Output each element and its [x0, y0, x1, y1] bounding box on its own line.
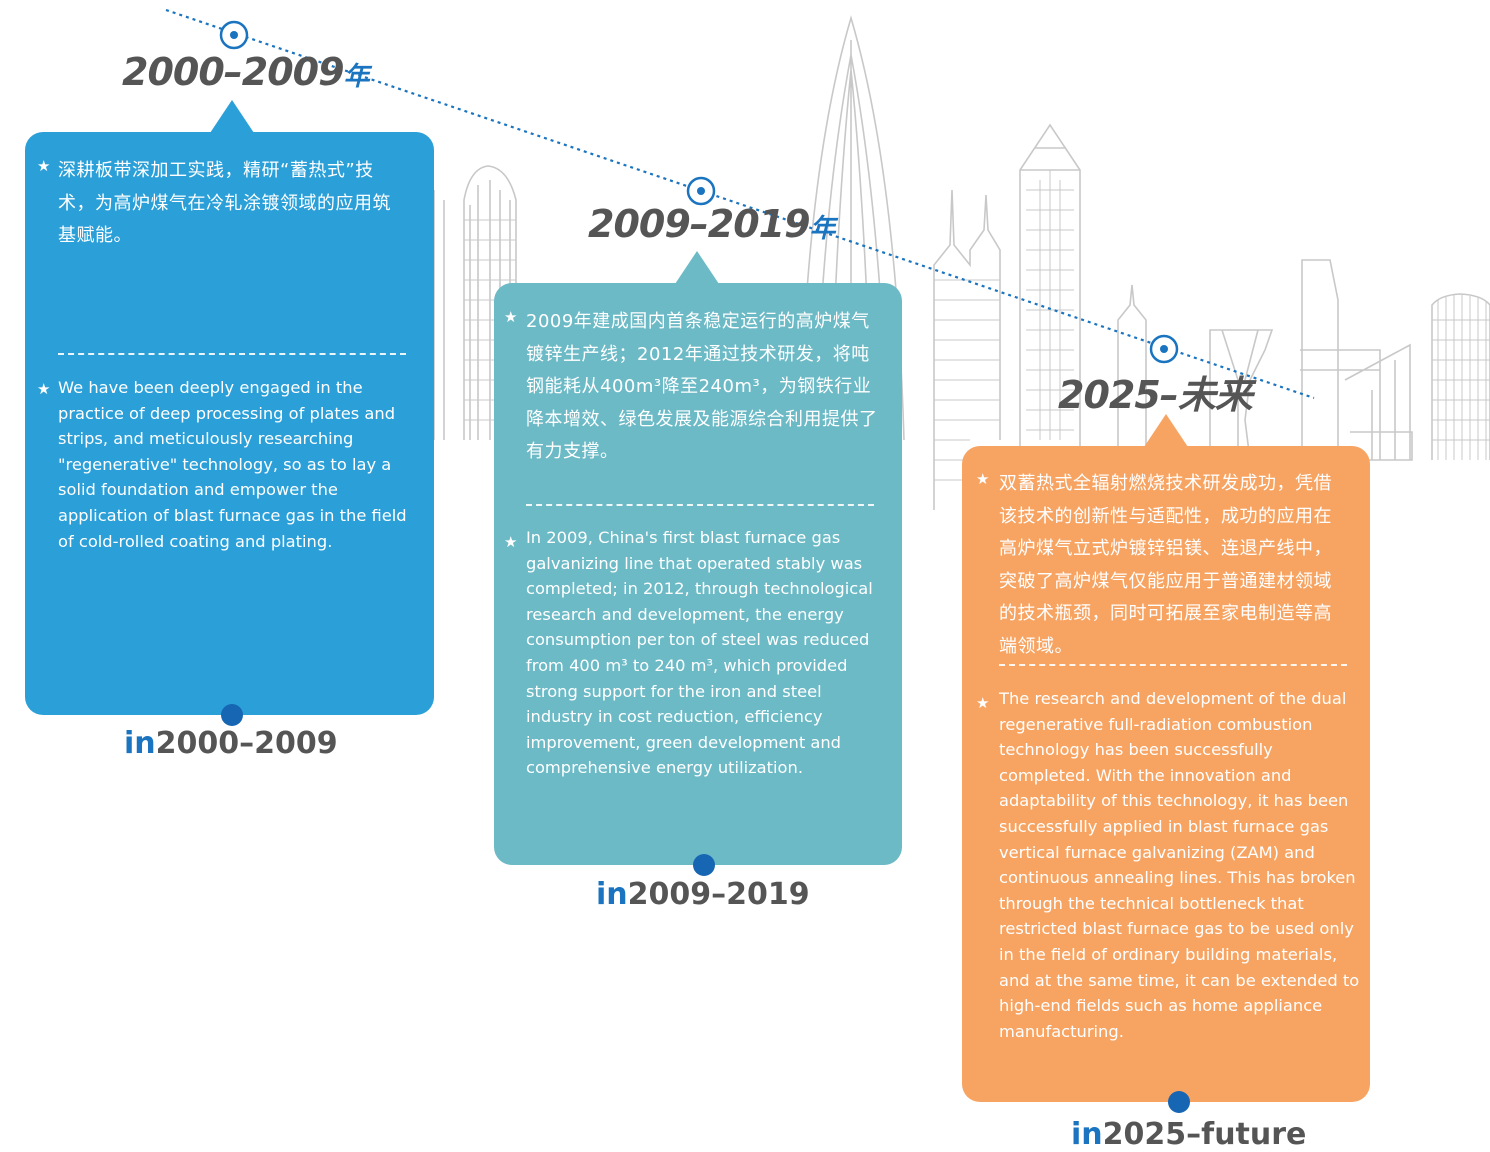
en-description-text: The research and development of the dual… — [999, 689, 1360, 1041]
era-year-suffix: 年 — [343, 62, 370, 92]
label-prefix: in — [124, 726, 156, 761]
zh-description: ★ 深耕板带深加工实践，精研“蓄热式”技术，为高炉煤气在冷轧涂镀领域的应用筑基赋… — [37, 155, 407, 253]
zh-description-text: 2009年建成国内首条稳定运行的高炉煤气镀锌生产线；2012年通过技术研发，将吨… — [526, 311, 878, 462]
label-years: 2000–2009 — [155, 726, 338, 761]
star-icon: ★ — [37, 380, 51, 398]
zh-description-text: 双蓄热式全辐射燃烧技术研发成功，凭借该技术的创新性与适配性，成功的应用在高炉煤气… — [999, 473, 1332, 657]
card-pointer — [210, 100, 254, 133]
star-icon: ★ — [976, 470, 990, 488]
timeline-marker-2000 — [219, 20, 249, 50]
dashed-divider — [58, 353, 406, 355]
era-year-range: 2000–2009 — [122, 50, 345, 94]
era-title-2025-future: 2025–未来 — [1058, 364, 1253, 419]
label-prefix: in — [1071, 1117, 1103, 1152]
zh-description: ★ 双蓄热式全辐射燃烧技术研发成功，凭借该技术的创新性与适配性，成功的应用在高炉… — [976, 468, 1350, 663]
dashed-divider — [999, 664, 1347, 666]
era-year-range: 2009–2019 — [588, 202, 811, 246]
en-description: ★ We have been deeply engaged in the pra… — [37, 375, 422, 554]
zh-description-text: 深耕板带深加工实践，精研“蓄热式”技术，为高炉煤气在冷轧涂镀领域的应用筑基赋能。 — [58, 160, 391, 246]
era-dot — [1168, 1091, 1190, 1113]
en-description-text: We have been deeply engaged in the pract… — [58, 378, 407, 551]
era-title-2000-2009: 2000–2009年 — [122, 50, 370, 94]
en-description: ★ In 2009, China's first blast furnace g… — [504, 525, 892, 781]
label-prefix: in — [596, 877, 628, 912]
label-years: 2025–future — [1102, 1117, 1307, 1152]
star-icon: ★ — [504, 308, 518, 326]
timeline-marker-2025 — [1149, 334, 1179, 364]
era-dot — [221, 704, 243, 726]
en-description-text: In 2009, China's first blast furnace gas… — [526, 528, 873, 778]
era-year-suffix: 年 — [809, 214, 836, 244]
card-pointer — [675, 251, 719, 284]
label-years: 2009–2019 — [627, 877, 810, 912]
era-card-2009-2019: ★ 2009年建成国内首条稳定运行的高炉煤气镀锌生产线；2012年通过技术研发，… — [494, 251, 902, 876]
era-title-2009-2019: 2009–2019年 — [588, 202, 836, 246]
era-card-2025-future: ★ 双蓄热式全辐射燃烧技术研发成功，凭借该技术的创新性与适配性，成功的应用在高炉… — [962, 414, 1370, 1113]
era-card-2000-2009: ★ 深耕板带深加工实践，精研“蓄热式”技术，为高炉煤气在冷轧涂镀领域的应用筑基赋… — [25, 100, 434, 726]
star-icon: ★ — [976, 694, 990, 712]
star-icon: ★ — [504, 533, 518, 551]
era-year-range: 2025–未来 — [1058, 373, 1253, 417]
era-dot — [693, 854, 715, 876]
era-label-2025-future: in2025–future — [1071, 1117, 1306, 1152]
timeline-marker-2009 — [686, 176, 716, 206]
card-pointer — [1144, 414, 1188, 447]
en-description: ★ The research and development of the du… — [976, 686, 1360, 1044]
dashed-divider — [526, 504, 874, 506]
star-icon: ★ — [37, 157, 51, 175]
zh-description: ★ 2009年建成国内首条稳定运行的高炉煤气镀锌生产线；2012年通过技术研发，… — [504, 306, 879, 469]
era-label-2000-2009: in2000–2009 — [124, 726, 338, 761]
era-label-2009-2019: in2009–2019 — [596, 877, 810, 912]
